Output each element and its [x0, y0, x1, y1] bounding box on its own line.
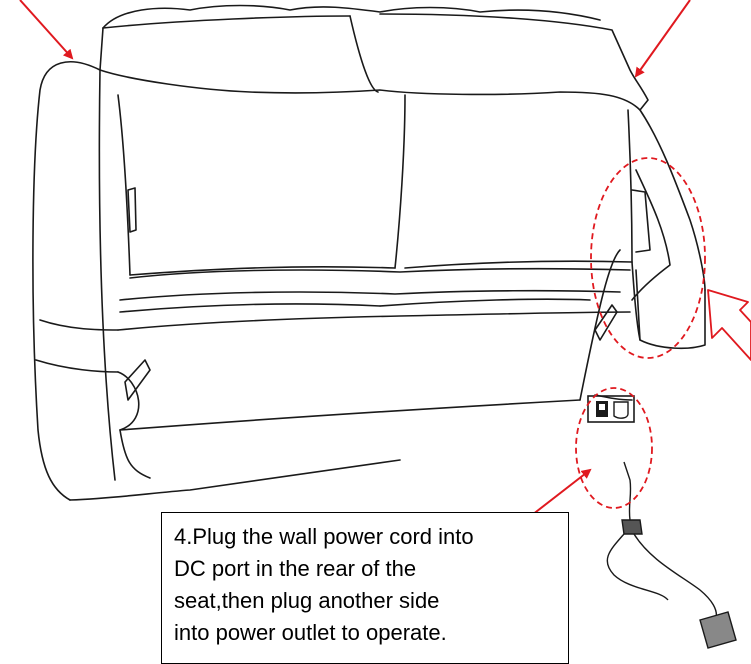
highlight-circle-dc-port — [575, 387, 653, 509]
dc-port-icon — [613, 401, 629, 419]
highlight-circle-armrest — [590, 157, 706, 359]
instruction-caption-text: 4.Plug the wall power cord into DC port … — [174, 524, 474, 645]
arrow-to-dc-port — [531, 468, 592, 516]
arrow-left-top — [19, 0, 74, 60]
power-switch-icon — [596, 401, 608, 417]
sofa-back-drawing — [32, 4, 706, 501]
arrow-right-top — [634, 0, 691, 78]
hollow-callout-arrow — [707, 289, 751, 361]
instruction-caption-box: 4.Plug the wall power cord into DC port … — [161, 512, 569, 664]
power-cord-adapter — [606, 461, 737, 649]
control-panel — [587, 395, 635, 423]
